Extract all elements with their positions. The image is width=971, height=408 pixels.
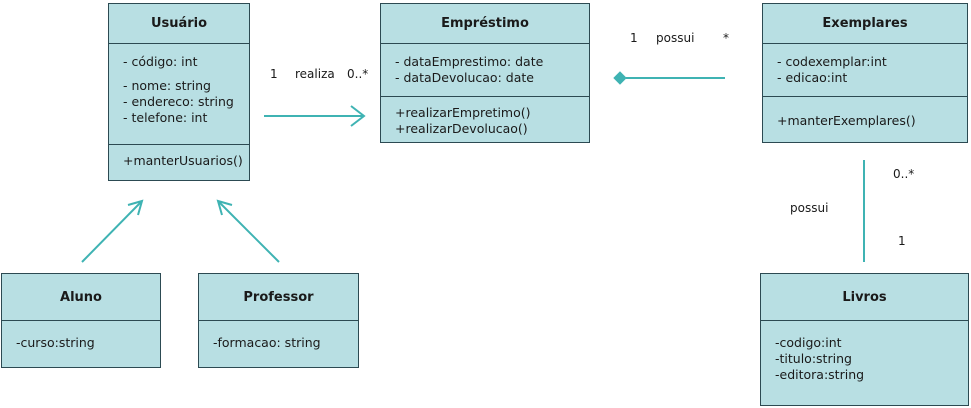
class-professor-title: Professor bbox=[199, 274, 358, 321]
class-aluno-title: Aluno bbox=[2, 274, 160, 321]
class-exemplares-methods: +manterExemplares() bbox=[763, 96, 967, 129]
class-livros-title: Livros bbox=[761, 274, 968, 321]
class-exemplares-attributes: - codexemplar:int - edicao:int bbox=[763, 44, 967, 96]
professor-generalization-line bbox=[218, 201, 280, 263]
class-aluno-attributes: -curso:string bbox=[2, 321, 160, 351]
class-livros-attributes: -codigo:int -titulo:string -editora:stri… bbox=[761, 321, 968, 383]
professor-generalization-arrowhead bbox=[216, 199, 233, 216]
attribute: -codigo:int bbox=[775, 335, 842, 350]
possui-emprestimo-label: possui bbox=[656, 31, 695, 45]
method: +manterUsuarios() bbox=[123, 153, 243, 168]
attribute: - codexemplar:int bbox=[777, 54, 887, 69]
class-usuario[interactable]: Usuário - código: int - nome: string - e… bbox=[108, 3, 250, 181]
attribute: - endereco: string bbox=[123, 94, 234, 109]
attribute: -curso:string bbox=[16, 335, 95, 350]
aggregation-diamond bbox=[613, 71, 627, 85]
realiza-arrowhead bbox=[350, 105, 366, 127]
method: +realizarDevolucao() bbox=[395, 121, 528, 136]
possui-emprestimo-target-multiplicity: * bbox=[723, 31, 729, 45]
class-exemplares-title: Exemplares bbox=[763, 4, 967, 44]
class-usuario-methods: +manterUsuarios() bbox=[109, 144, 249, 169]
attribute: - dataDevolucao: date bbox=[395, 70, 534, 85]
attribute: - nome: string bbox=[123, 78, 211, 93]
class-emprestimo-methods: +realizarEmpretimo() +realizarDevolucao(… bbox=[381, 96, 589, 137]
class-usuario-attributes: - código: int - nome: string - endereco:… bbox=[109, 44, 249, 144]
method: +realizarEmpretimo() bbox=[395, 105, 531, 120]
realiza-label: realiza bbox=[295, 67, 335, 81]
realiza-source-multiplicity: 1 bbox=[270, 67, 278, 81]
possui-livros-bottom-multiplicity: 1 bbox=[898, 234, 906, 248]
attribute: - código: int bbox=[123, 54, 198, 69]
class-aluno[interactable]: Aluno -curso:string bbox=[1, 273, 161, 368]
aluno-generalization-arrowhead bbox=[127, 199, 144, 216]
possui-emprestimo-source-multiplicity: 1 bbox=[630, 31, 638, 45]
aluno-generalization-line bbox=[81, 201, 142, 263]
method: +manterExemplares() bbox=[777, 113, 916, 128]
attribute: - edicao:int bbox=[777, 70, 848, 85]
class-exemplares[interactable]: Exemplares - codexemplar:int - edicao:in… bbox=[762, 3, 968, 143]
attribute: -titulo:string bbox=[775, 351, 852, 366]
attribute: -formacao: string bbox=[213, 335, 321, 350]
possui-livros-label: possui bbox=[790, 201, 829, 215]
possui-livros-top-multiplicity: 0..* bbox=[893, 167, 915, 181]
class-emprestimo-title: Empréstimo bbox=[381, 4, 589, 44]
attribute: - telefone: int bbox=[123, 110, 208, 125]
class-livros[interactable]: Livros -codigo:int -titulo:string -edito… bbox=[760, 273, 969, 406]
attribute: -editora:string bbox=[775, 367, 865, 382]
class-usuario-title: Usuário bbox=[109, 4, 249, 44]
attribute: - dataEmprestimo: date bbox=[395, 54, 544, 69]
class-emprestimo[interactable]: Empréstimo - dataEmprestimo: date - data… bbox=[380, 3, 590, 143]
class-professor-attributes: -formacao: string bbox=[199, 321, 358, 351]
class-emprestimo-attributes: - dataEmprestimo: date - dataDevolucao: … bbox=[381, 44, 589, 96]
realiza-target-multiplicity: 0..* bbox=[347, 67, 369, 81]
class-professor[interactable]: Professor -formacao: string bbox=[198, 273, 359, 368]
